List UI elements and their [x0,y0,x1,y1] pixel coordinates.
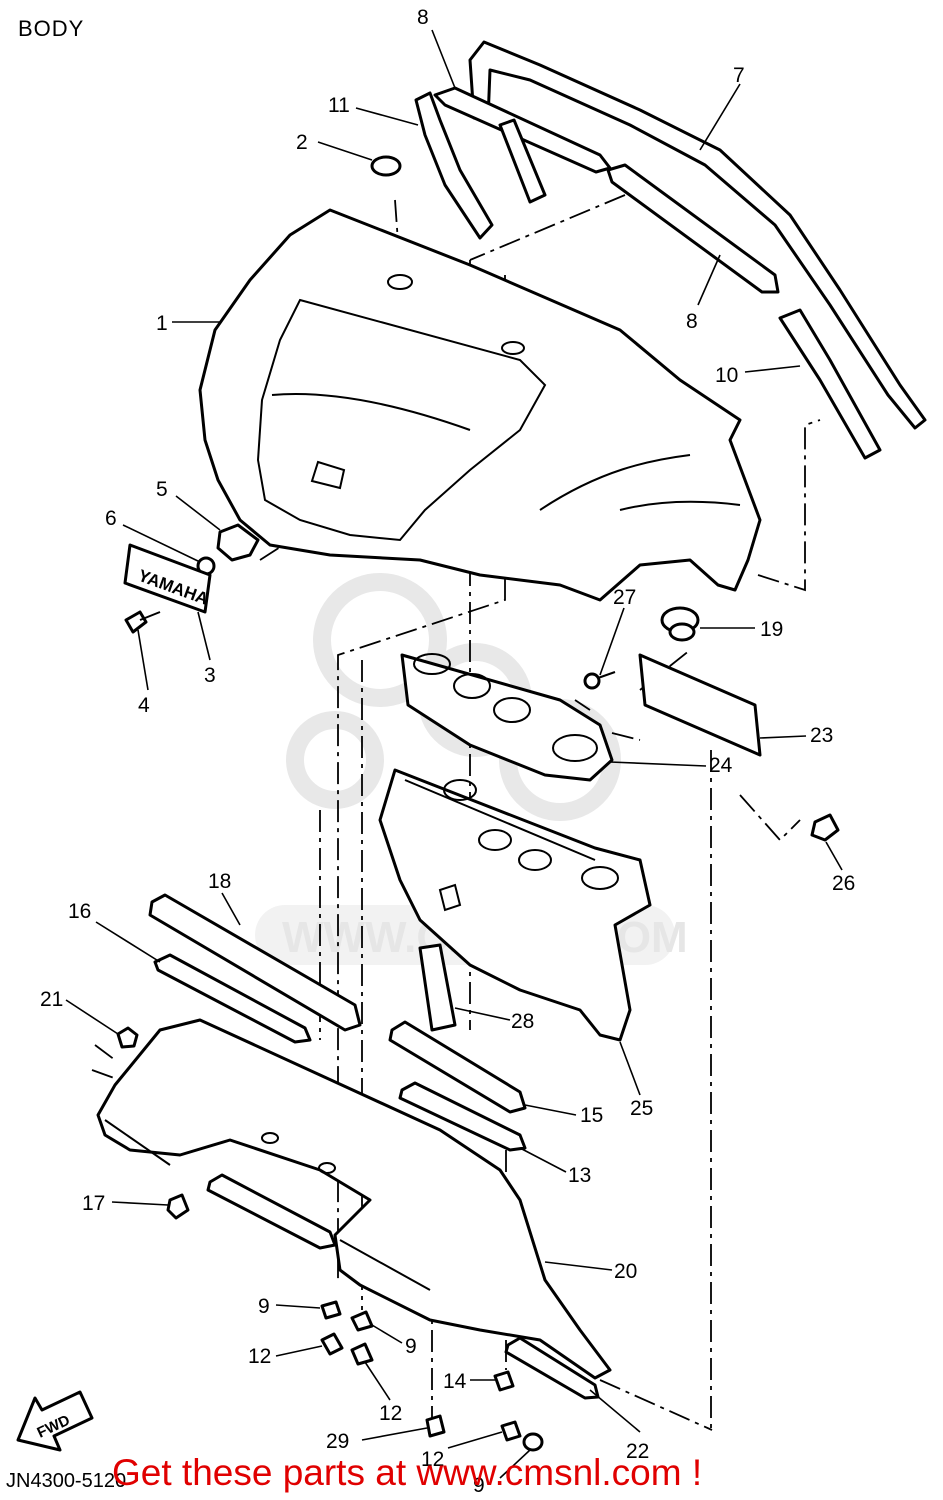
callout-8-top: 8 [417,6,429,29]
part-plug-2 [370,155,402,177]
callout-9-left: 9 [258,1295,270,1318]
callout-2: 2 [296,131,308,154]
callout-19: 19 [760,618,783,641]
callout-29: 29 [326,1430,349,1453]
promo-banner-link[interactable]: Get these parts at www.cmsnl.com ! [112,1452,703,1493]
part-nuts [116,1026,544,1452]
callout-12-bottom: 12 [421,1448,444,1471]
callout-12-left: 12 [248,1345,271,1368]
callout-28: 28 [511,1010,534,1033]
callout-9-bottom: 9 [473,1474,485,1497]
callout-20: 20 [614,1260,637,1283]
part-roof-frame [414,40,927,460]
callout-3: 3 [204,664,216,687]
callout-8-right: 8 [686,310,698,333]
callout-16: 16 [68,900,91,923]
part-emblem-group: YAMAHA [123,523,260,634]
callout-7: 7 [733,64,745,87]
leader-lines [65,29,843,1479]
callout-15: 15 [580,1104,603,1127]
callouts: 8 7 11 2 1 8 10 5 6 3 4 27 19 23 24 26 1… [40,6,855,1497]
part-roof [198,208,762,602]
callout-27: 27 [613,586,636,609]
part-fittings [583,606,840,842]
callout-12-mid: 12 [379,1402,402,1425]
callout-10: 10 [715,364,738,387]
callout-4: 4 [138,694,150,717]
callout-23: 23 [810,724,833,747]
callout-1: 1 [156,312,168,335]
part-body-20 [96,1018,612,1380]
callout-13: 13 [568,1164,591,1187]
fwd-arrow: FWD [16,1390,94,1452]
callout-17: 17 [82,1192,105,1215]
callout-21: 21 [40,988,63,1011]
drawing-number: JN4300-5120 [6,1470,127,1492]
page-title: BODY [18,16,85,41]
part-dash-25 [378,768,652,1042]
callout-18: 18 [208,870,231,893]
callout-6: 6 [105,507,117,530]
callout-9-mid: 9 [405,1335,417,1358]
part-cupholder-24 [400,653,614,782]
callout-11: 11 [328,94,350,117]
callout-25: 25 [630,1097,653,1120]
callout-24: 24 [709,754,733,777]
callout-5: 5 [156,478,168,501]
callout-14: 14 [443,1370,467,1393]
callout-22: 22 [626,1440,649,1463]
part-plate-23 [638,653,762,757]
part-bracket-28 [418,943,457,1032]
callout-26: 26 [832,872,855,895]
